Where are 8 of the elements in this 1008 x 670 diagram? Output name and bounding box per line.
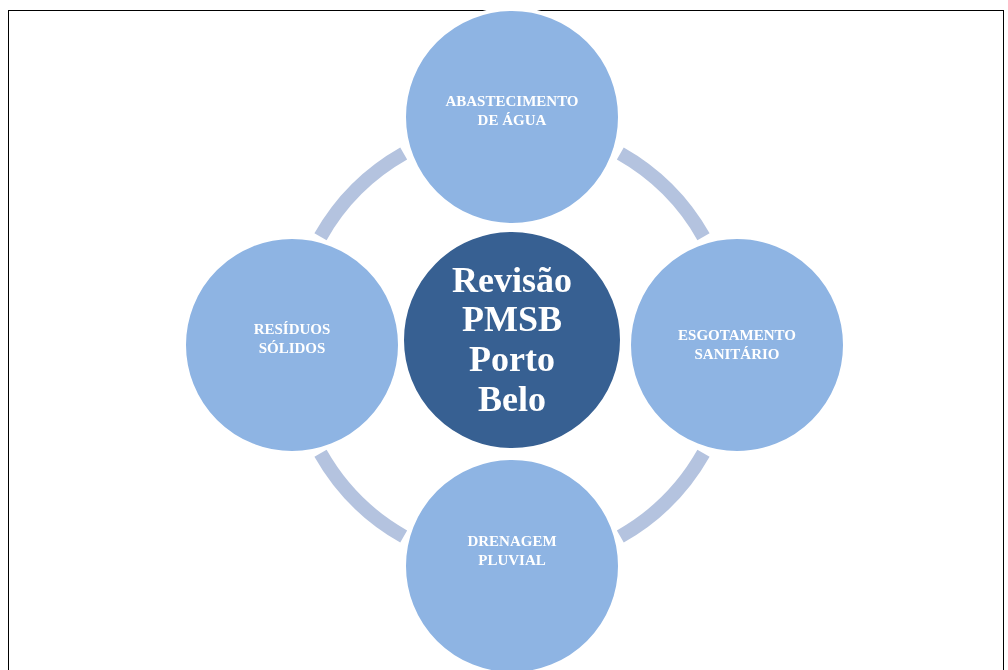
topic-label: ESGOTAMENTO SANITÁRIO (677, 325, 797, 364)
center-title: Revisão PMSB Porto Belo (451, 260, 573, 420)
topic-label: ABASTECIMENTO DE ÁGUA (444, 91, 580, 130)
topic-label: RESÍDUOS SÓLIDOS (252, 319, 332, 358)
ring-connector (314, 449, 408, 543)
topic-label: DRENAGEM PLUVIAL (466, 531, 558, 570)
ring-connector (616, 449, 710, 543)
ring-connector (616, 147, 710, 241)
